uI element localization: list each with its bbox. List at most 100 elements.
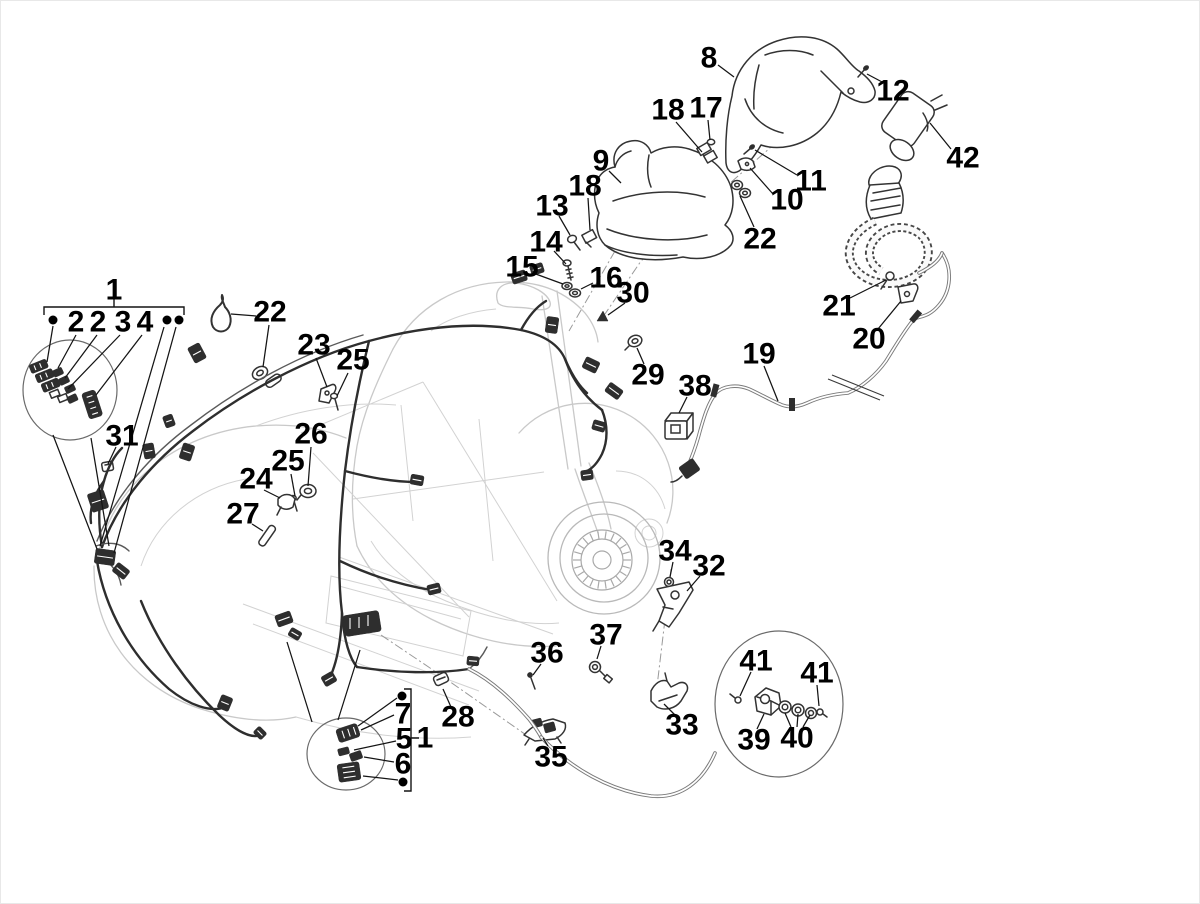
callout-label-10-20: 10 bbox=[770, 184, 803, 217]
harness-connector bbox=[604, 382, 624, 400]
leader-line-38 bbox=[678, 396, 688, 414]
leader-line-37 bbox=[596, 645, 602, 660]
leader-line-28 bbox=[442, 688, 452, 708]
leader-line-16 bbox=[580, 282, 594, 290]
leader-line-22 bbox=[262, 324, 270, 368]
part-23-bracket bbox=[318, 383, 337, 404]
reference-dot-1 bbox=[162, 315, 172, 325]
leader-line-39 bbox=[756, 713, 765, 730]
leader-line-17 bbox=[707, 119, 711, 141]
callout-label-36-36: 36 bbox=[530, 637, 563, 670]
leader-line-dot bbox=[46, 325, 54, 363]
rear-cable-to-detail bbox=[539, 735, 717, 799]
callout-label-17-17: 17 bbox=[689, 92, 722, 125]
harness-connector bbox=[94, 548, 116, 566]
fuse-box-detail-content bbox=[29, 359, 110, 550]
leader-line-24 bbox=[263, 489, 281, 499]
leader-line-22 bbox=[230, 313, 257, 317]
leader-line-6 bbox=[363, 756, 395, 763]
ecu-module bbox=[342, 610, 382, 637]
callout-label-31-5: 31 bbox=[105, 420, 138, 453]
callout-label-24-11: 24 bbox=[239, 463, 273, 496]
callout-label-15-25: 15 bbox=[505, 251, 538, 284]
part-16-nut bbox=[568, 288, 582, 298]
harness-connector bbox=[426, 582, 442, 596]
callout-label-14-24: 14 bbox=[529, 226, 563, 259]
part-42-power-socket bbox=[881, 90, 948, 162]
callout-label-37-35: 37 bbox=[589, 619, 622, 652]
callout-label-1-42: 1 bbox=[417, 722, 434, 755]
callout-label-18-23: 18 bbox=[568, 170, 601, 203]
leader-line-36 bbox=[532, 663, 542, 676]
callout-label-13-22: 13 bbox=[535, 190, 568, 223]
leader-line-31 bbox=[107, 446, 117, 465]
reference-dot-2 bbox=[174, 315, 184, 325]
callout-label-1-0: 1 bbox=[106, 274, 123, 307]
spiral-charge-cable bbox=[844, 165, 944, 288]
callout-label-30-27: 30 bbox=[616, 277, 649, 310]
battery-cable-19 bbox=[670, 251, 951, 483]
harness-connector bbox=[187, 342, 207, 364]
harness-connector bbox=[544, 316, 560, 334]
leader-line-40 bbox=[802, 714, 811, 728]
leader-line-35 bbox=[542, 737, 549, 747]
part-10-clamp bbox=[737, 157, 756, 172]
harness-connectors bbox=[87, 262, 624, 740]
callout-label-41-44: 41 bbox=[739, 645, 772, 678]
callout-label-39-46: 39 bbox=[737, 724, 770, 757]
leader-line-26 bbox=[307, 446, 312, 487]
callout-label-2-1: 2 bbox=[68, 306, 85, 339]
handlebar-front-cover-8 bbox=[725, 36, 876, 174]
part-14-screw bbox=[562, 259, 574, 281]
leader-line-10 bbox=[749, 167, 774, 195]
harness-connector bbox=[162, 413, 176, 429]
leader-line-34 bbox=[669, 561, 674, 578]
callout-label-40-47: 40 bbox=[780, 722, 813, 755]
leader-line-7 bbox=[360, 714, 395, 731]
leader-line-13 bbox=[558, 215, 571, 236]
harness-connector bbox=[253, 726, 267, 740]
callout-label-28-37: 28 bbox=[441, 701, 474, 734]
handlebar-rear-cover-9 bbox=[593, 139, 734, 261]
callout-label-41-45: 41 bbox=[800, 657, 833, 690]
callout-label-32-34: 32 bbox=[692, 550, 725, 583]
leader-line-dot bbox=[113, 326, 177, 554]
harness-connector bbox=[274, 610, 294, 628]
leader-line-8 bbox=[717, 64, 735, 78]
leader-line-41 bbox=[816, 684, 820, 707]
leader-line-11 bbox=[754, 149, 798, 176]
part-20-clamp-bracket bbox=[897, 283, 919, 304]
harness-connector bbox=[591, 419, 607, 433]
callout-label-22-6: 22 bbox=[253, 296, 286, 329]
part-18-clamp-mid bbox=[581, 228, 598, 248]
relay-detail-bubble bbox=[306, 717, 386, 791]
leader-line-25 bbox=[336, 372, 349, 397]
part-29-grommet bbox=[624, 334, 643, 351]
part-36-screw bbox=[527, 672, 536, 690]
harness-connector bbox=[142, 442, 156, 460]
harness-connector bbox=[409, 474, 425, 486]
harness-connector bbox=[87, 489, 109, 513]
callout-label-38-32: 38 bbox=[678, 370, 711, 403]
scooter-outline bbox=[93, 281, 674, 739]
reference-dot-4 bbox=[398, 777, 408, 787]
harness-connector bbox=[321, 671, 337, 687]
harness-connector bbox=[529, 262, 545, 276]
relay-detail-content bbox=[286, 641, 363, 783]
callout-label-25-8: 25 bbox=[336, 344, 369, 377]
callout-label-6-43: 6 bbox=[395, 748, 412, 781]
leader-line-5 bbox=[353, 740, 397, 751]
group-brackets bbox=[43, 299, 419, 792]
leader-line-41 bbox=[739, 671, 752, 697]
leader-line-21 bbox=[849, 279, 887, 299]
callout-label-18-16: 18 bbox=[651, 94, 684, 127]
reference-dot-0 bbox=[48, 315, 58, 325]
part-28-grommet bbox=[432, 671, 450, 687]
part-38-relay-cube bbox=[664, 412, 694, 440]
part-32-bracket bbox=[652, 581, 694, 632]
callout-label-27-12: 27 bbox=[226, 498, 259, 531]
front-wheel bbox=[547, 501, 661, 615]
callout-label-12-14: 12 bbox=[876, 75, 909, 108]
